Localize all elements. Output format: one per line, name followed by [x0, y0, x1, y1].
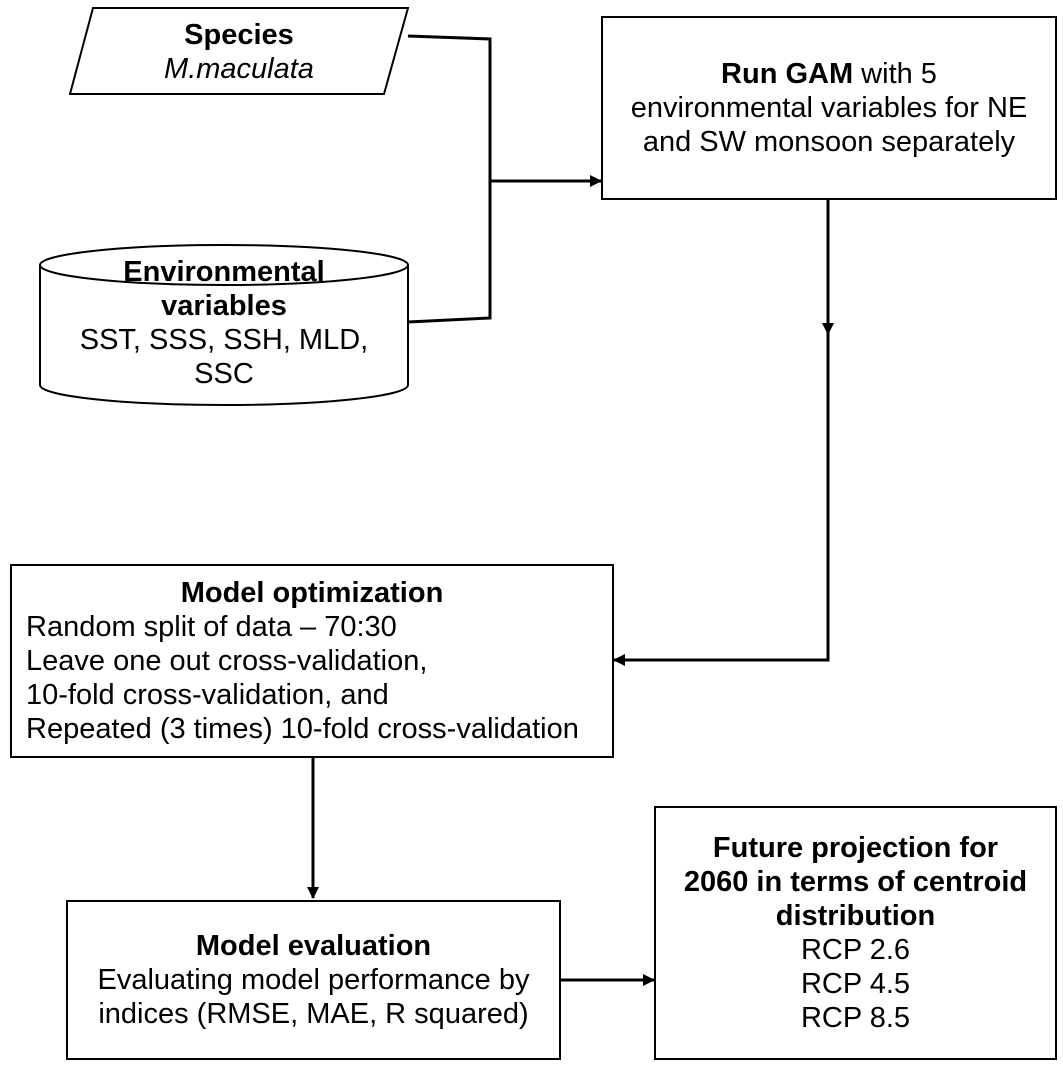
gam-box: Run GAM with 5 environmental variables f…	[601, 16, 1057, 200]
projection-box: Future projection for 2060 in terms of c…	[654, 806, 1057, 1060]
environment-title-line1: Environmental	[123, 256, 325, 288]
merge-connector	[407, 34, 492, 324]
evaluation-line1: Evaluating model performance by	[97, 964, 530, 996]
gam-bold-label: Run GAM	[721, 58, 854, 90]
projection-title-line: distribution	[775, 900, 936, 932]
species-node: Species M.maculata	[70, 12, 408, 92]
projection-scenario: RCP 2.6	[800, 934, 911, 966]
environment-node: Environmental variables SST, SSS, SSH, M…	[40, 255, 408, 405]
projection-title-line: 2060 in terms of centroid	[683, 866, 1028, 898]
projection-scenario: RCP 4.5	[800, 968, 911, 1000]
gam-line3: and SW monsoon separately	[642, 126, 1016, 158]
evaluation-title: Model evaluation	[195, 930, 432, 962]
evaluation-line2: indices (RMSE, MAE, R squared)	[98, 998, 529, 1030]
optimization-box: Model optimization Random split of data …	[10, 564, 614, 758]
environment-vars-line2: SSC	[194, 358, 254, 390]
gam-line2: environmental variables for NE	[630, 92, 1028, 124]
species-name: M.maculata	[164, 53, 314, 85]
species-title: Species	[184, 19, 294, 51]
projection-title-line: Future projection for	[712, 832, 999, 864]
environment-vars-line1: SST, SSS, SSH, MLD,	[79, 324, 369, 356]
optimization-line: Repeated (3 times) 10-fold cross-validat…	[26, 713, 579, 745]
species-parallelogram	[68, 7, 410, 95]
environment-cylinder	[39, 244, 409, 406]
optimization-line: Random split of data – 70:30	[26, 611, 397, 643]
gam-line1-rest: with 5	[853, 58, 937, 90]
arrow-gam-to-optimization	[613, 200, 830, 666]
optimization-line: 10-fold cross-validation, and	[26, 679, 389, 711]
optimization-title: Model optimization	[180, 577, 444, 609]
projection-scenario: RCP 8.5	[800, 1002, 911, 1034]
environment-title-line2: variables	[161, 290, 287, 322]
gam-line1: Run GAM with 5	[721, 57, 937, 91]
optimization-line: Leave one out cross-validation,	[26, 645, 428, 677]
evaluation-box: Model evaluation Evaluating model perfor…	[66, 900, 561, 1060]
